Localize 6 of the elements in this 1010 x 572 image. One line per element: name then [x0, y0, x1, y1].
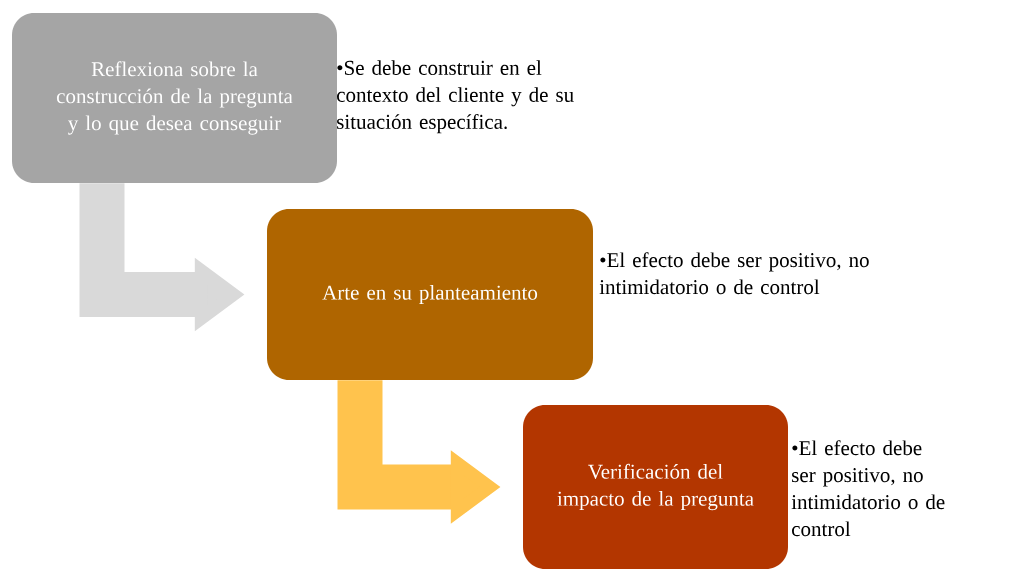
process-box: Reflexiona sobre la construcción de la pregunta y lo que desea conseguir	[12, 13, 337, 183]
bullet-text: •Se debe construir en el contexto del cliente y de su situación específica.	[337, 60, 574, 134]
bullet-text: •El efecto debe ser positivo, no intimidatorio o de control	[791, 440, 945, 537]
process-box: Arte en su planteamiento	[267, 209, 593, 380]
process-box: Verificación del impacto de la pregunta	[523, 405, 788, 569]
bullet-text: •El efecto debe ser positivo, no intimidatorio o de control	[599, 252, 869, 295]
